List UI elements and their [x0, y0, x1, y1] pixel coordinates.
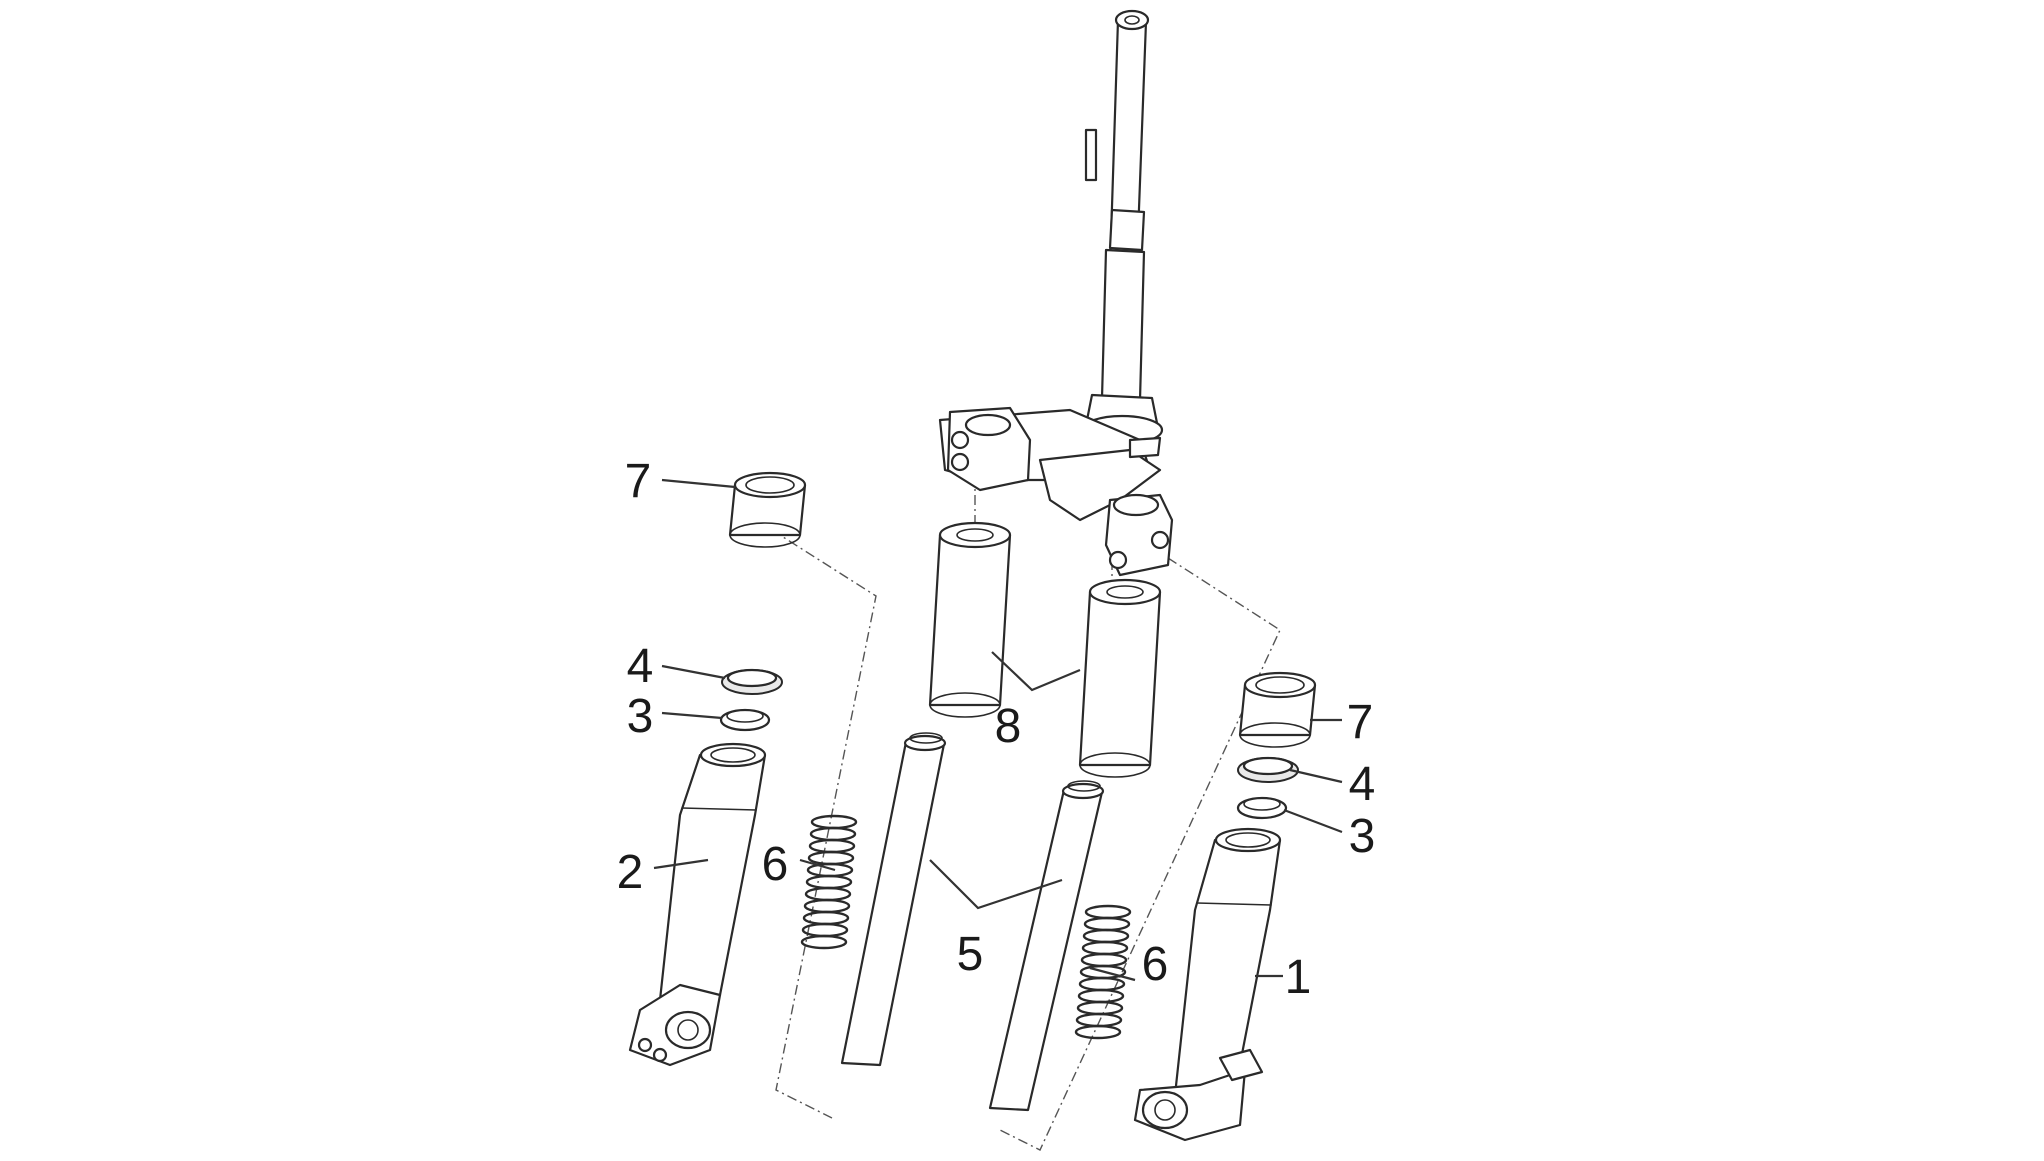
fork-slider-right — [1133, 827, 1282, 1142]
steering-stem — [938, 9, 1174, 577]
oil-seal-right — [1237, 756, 1299, 783]
callout-numbers: 7 4 3 2 6 8 5 7 4 3 6 1 — [617, 455, 1376, 1004]
leader-lines — [653, 478, 1343, 982]
callout-8: 8 — [995, 700, 1022, 753]
callout-5: 5 — [957, 928, 984, 981]
callout-3-right: 3 — [1349, 810, 1376, 863]
callout-4-left: 4 — [627, 640, 654, 693]
fork-bushing-left — [928, 521, 1012, 718]
callout-7-left: 7 — [625, 455, 652, 508]
callout-6-left: 6 — [762, 838, 789, 891]
fork-spring-right — [1074, 904, 1132, 1040]
retaining-ring-right — [1236, 796, 1288, 820]
callout-7-right: 7 — [1347, 696, 1374, 749]
oil-seal-left — [721, 668, 783, 695]
inner-tube-right — [988, 780, 1105, 1112]
fork-bushing-right — [1078, 578, 1162, 778]
callout-2: 2 — [617, 846, 644, 899]
dust-cover-right — [1238, 671, 1317, 748]
dust-cover-left — [728, 471, 807, 548]
callout-3-left: 3 — [627, 690, 654, 743]
inner-tube-left — [840, 732, 947, 1067]
fork-slider-left — [628, 742, 767, 1067]
fork-spring-left — [800, 814, 858, 950]
callout-1: 1 — [1285, 951, 1312, 1004]
callout-4-right: 4 — [1349, 758, 1376, 811]
retaining-ring-left — [719, 708, 771, 732]
callout-6-right: 6 — [1142, 938, 1169, 991]
